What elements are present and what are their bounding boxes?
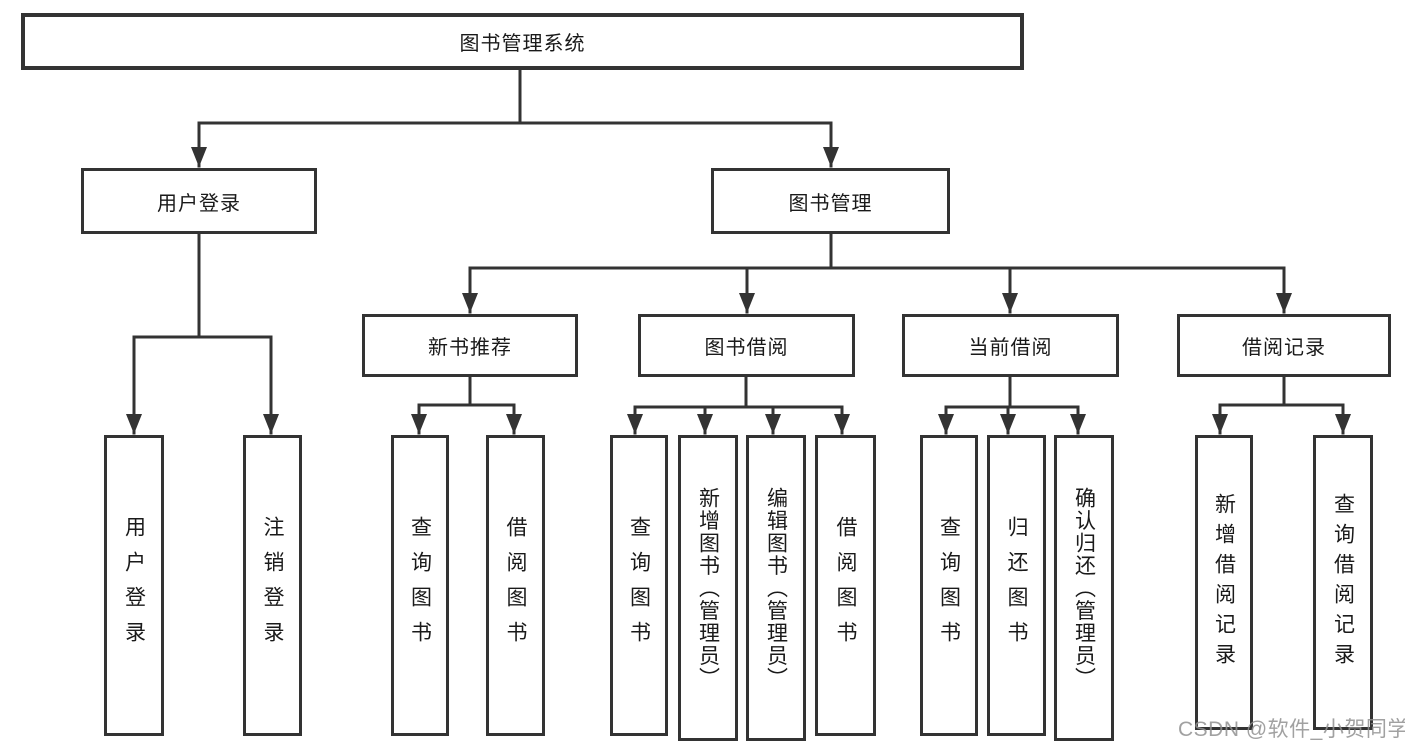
- leaf-add-books-admin: 新增图书（管理员）: [678, 435, 738, 741]
- node-label: 借阅图书: [504, 515, 527, 656]
- node-current-borrow: 当前借阅: [902, 314, 1119, 377]
- node-user-login: 用户登录: [81, 168, 317, 234]
- leaf-query-borrow-record: 查询借阅记录: [1313, 435, 1373, 730]
- leaf-return-books: 归还图书: [987, 435, 1046, 736]
- leaf-user-login: 用户登录: [104, 435, 164, 736]
- node-new-book-recommend: 新书推荐: [362, 314, 578, 377]
- leaf-query-books-recommend: 查询图书: [391, 435, 449, 736]
- node-label: 新书推荐: [428, 337, 512, 359]
- node-label: 查询借阅记录: [1331, 492, 1355, 673]
- node-book-management: 图书管理: [711, 168, 950, 234]
- node-borrow-records: 借阅记录: [1177, 314, 1391, 377]
- node-book-borrow: 图书借阅: [638, 314, 855, 377]
- leaf-logout: 注销登录: [243, 435, 302, 736]
- node-label: 用户登录: [157, 192, 241, 215]
- node-label: 图书借阅: [704, 337, 789, 359]
- node-label: 编辑图书（管理员）: [764, 486, 788, 690]
- node-label: 查询图书: [627, 515, 651, 656]
- node-label: 图书管理: [788, 192, 873, 215]
- node-label: 归还图书: [1005, 515, 1028, 656]
- node-label: 新增图书（管理员）: [696, 486, 720, 690]
- node-label: 查询图书: [408, 515, 432, 656]
- leaf-query-books-current: 查询图书: [920, 435, 978, 736]
- node-label: 查询图书: [937, 515, 961, 656]
- leaf-confirm-return-admin: 确认归还（管理员）: [1054, 435, 1114, 741]
- node-label: 新增借阅记录: [1212, 492, 1236, 673]
- node-label: 注销登录: [261, 515, 284, 656]
- leaf-edit-books-admin: 编辑图书（管理员）: [746, 435, 806, 741]
- node-label: 确认归还（管理员）: [1072, 486, 1096, 690]
- node-library-system: 图书管理系统: [21, 13, 1024, 70]
- leaf-borrow-books-recommend: 借阅图书: [486, 435, 545, 736]
- leaf-borrow-books: 借阅图书: [815, 435, 876, 736]
- node-label: 图书管理系统: [459, 33, 586, 55]
- node-label: 借阅记录: [1242, 337, 1326, 359]
- node-label: 当前借阅: [968, 337, 1053, 359]
- leaf-query-books-borrow: 查询图书: [610, 435, 668, 736]
- watermark: CSDN @软件_小贺同学: [1178, 718, 1405, 741]
- node-label: 用户登录: [122, 515, 146, 656]
- node-label: 借阅图书: [834, 515, 857, 656]
- leaf-add-borrow-record: 新增借阅记录: [1195, 435, 1253, 730]
